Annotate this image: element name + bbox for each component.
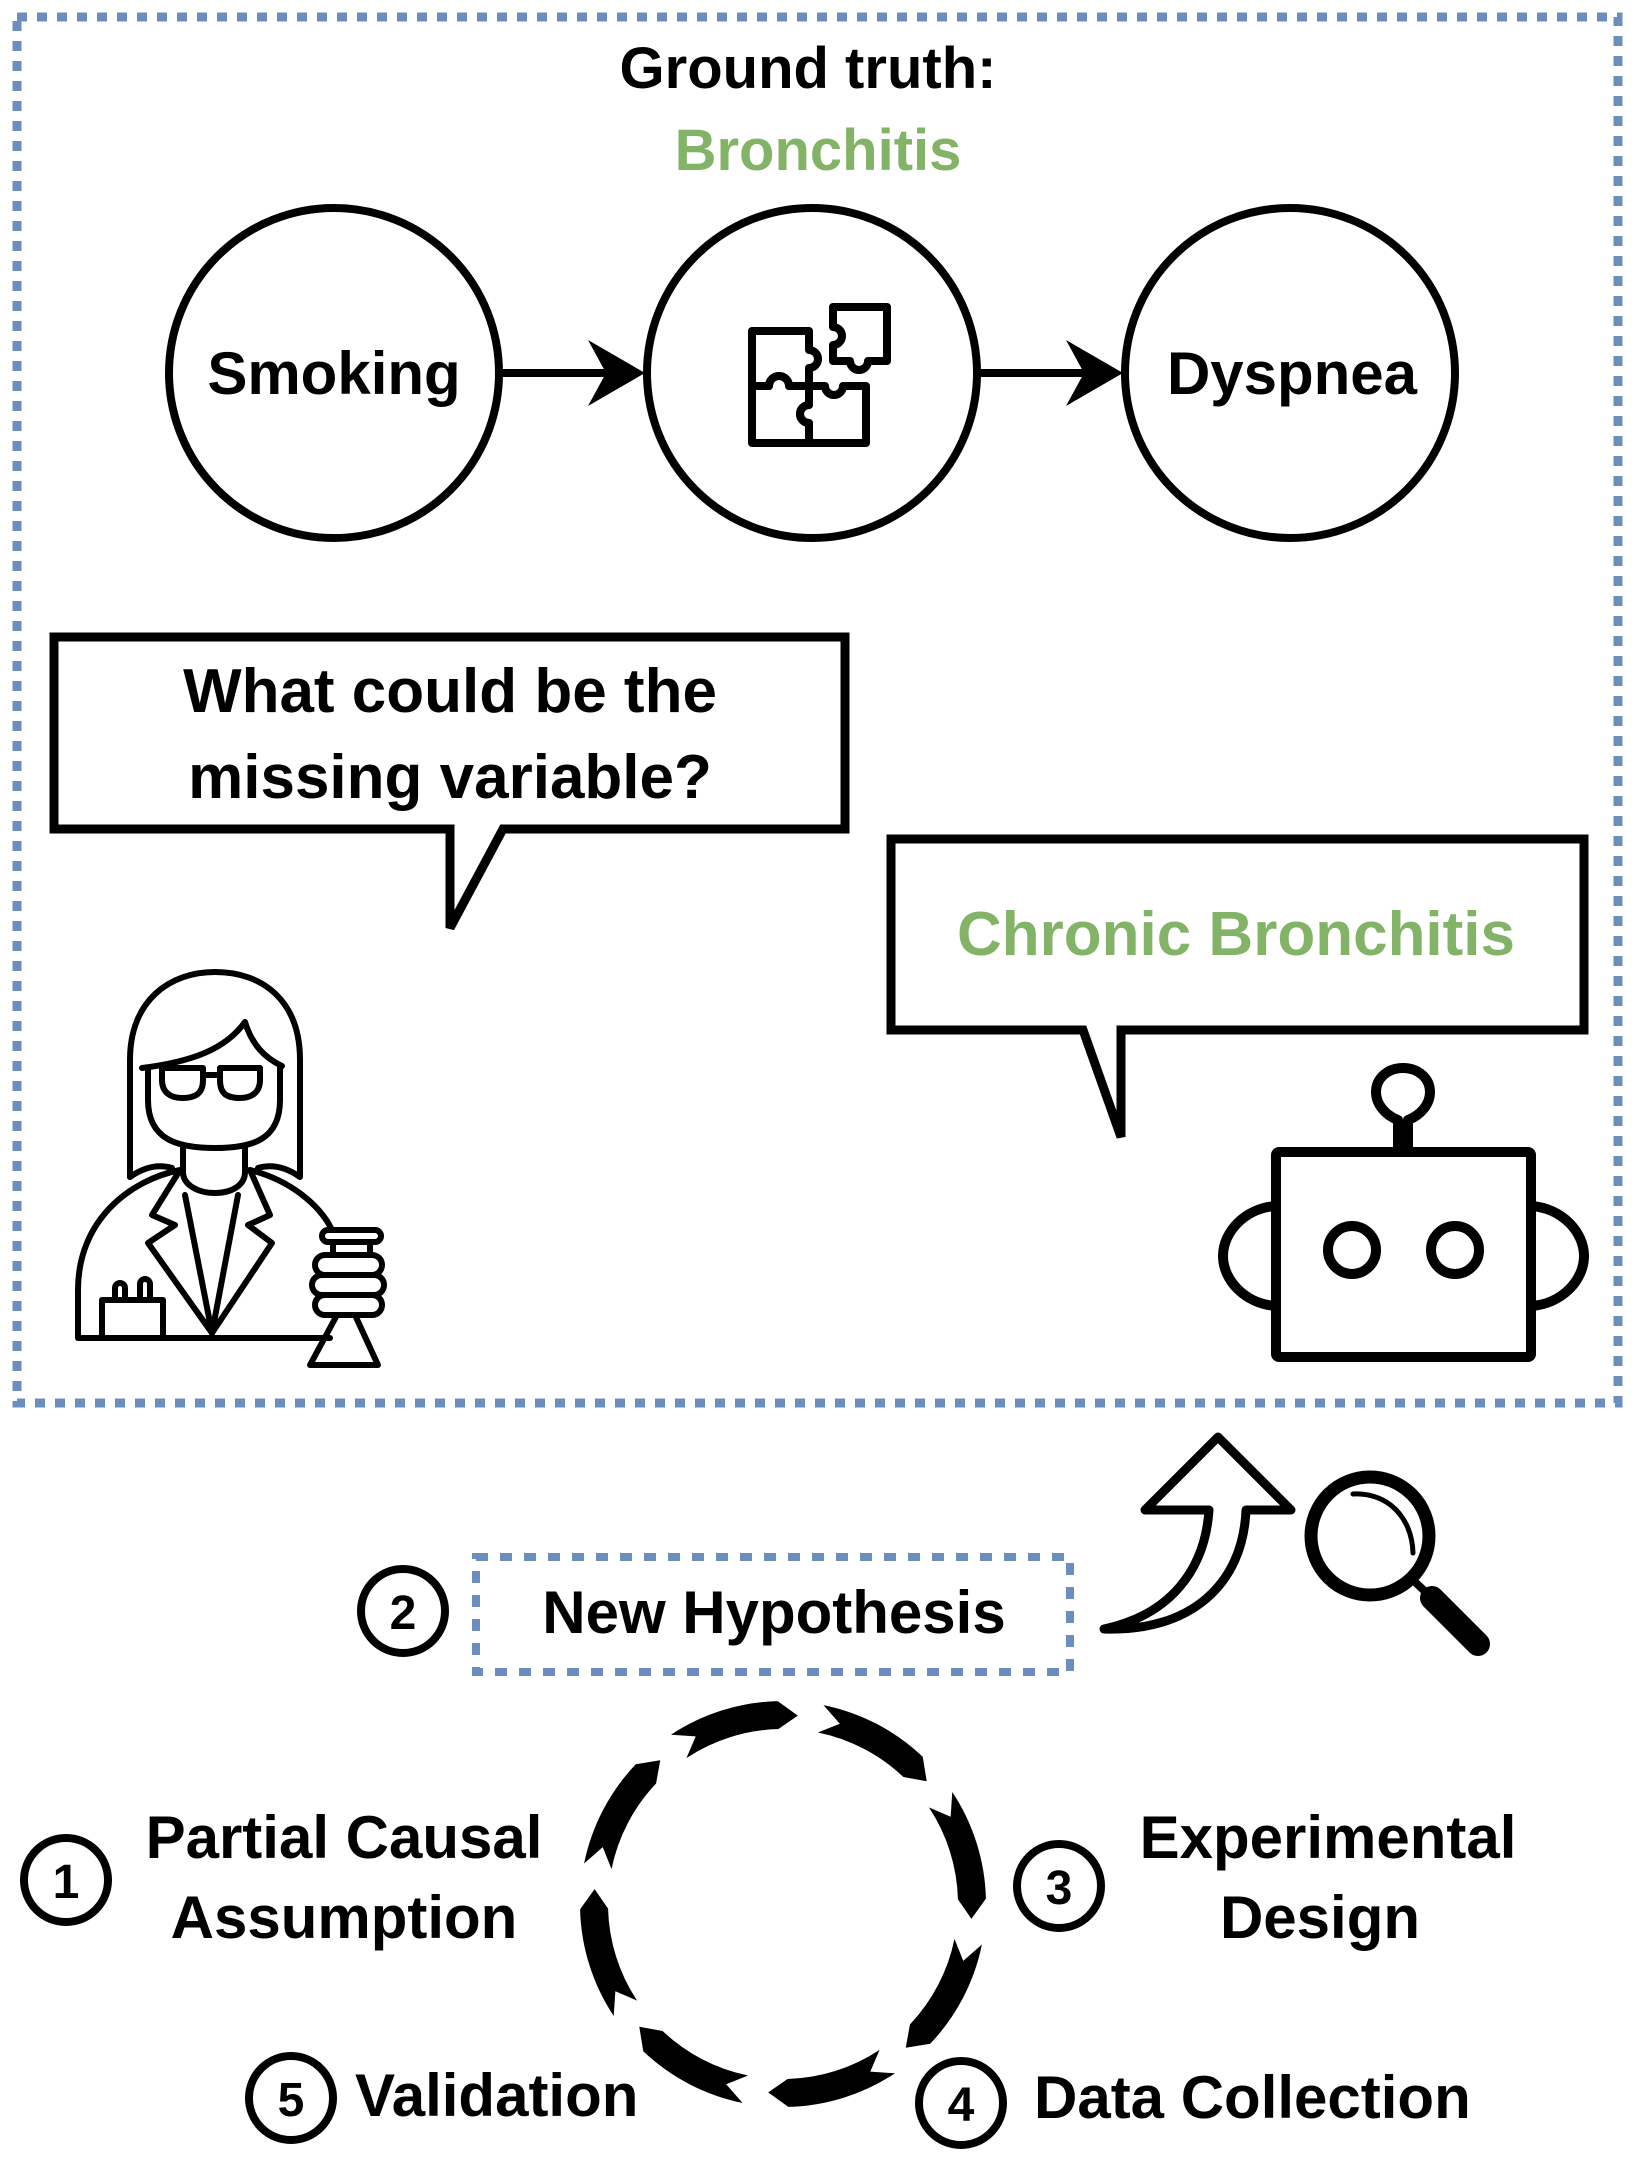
robot-answer: Chronic Bronchitis bbox=[957, 900, 1515, 969]
step-experimental-design: 3 Experimental Design bbox=[1013, 1804, 1517, 1951]
step-label-line2: Assumption bbox=[171, 1884, 518, 1951]
scientist-question-line2: missing variable? bbox=[188, 743, 712, 812]
magnifying-glass-icon bbox=[1304, 1470, 1490, 1656]
cycle-arrow-segment bbox=[584, 1760, 661, 1870]
hypothesis-frame bbox=[12, 12, 1623, 1408]
step-label-line2: Design bbox=[1220, 1884, 1420, 1951]
step-number: 1 bbox=[53, 1856, 80, 1909]
cycle-arrow-segment bbox=[905, 1938, 982, 2048]
ground-truth-value: Bronchitis bbox=[675, 118, 962, 183]
step-data-collection: 4 Data Collection bbox=[915, 2057, 1471, 2149]
node-smoking-label: Smoking bbox=[207, 340, 460, 407]
step-number-badge: 3 bbox=[1013, 1840, 1105, 1932]
step-label-line1: Partial Causal bbox=[146, 1804, 543, 1871]
cycle-ring bbox=[580, 1701, 986, 2107]
edge-missing-to-dyspnea bbox=[977, 340, 1123, 406]
step-new-hypothesis: 2 New Hypothesis bbox=[357, 1553, 1074, 1676]
edge-smoking-to-missing bbox=[499, 340, 645, 406]
step-label-line1: Experimental bbox=[1140, 1804, 1517, 1871]
curved-up-arrow-icon bbox=[1099, 1432, 1296, 1634]
puzzle-icon bbox=[748, 303, 891, 447]
node-smoking: Smoking bbox=[165, 204, 503, 542]
cycle-arrow-segment bbox=[928, 1791, 986, 1919]
step-number: 4 bbox=[948, 2079, 975, 2132]
step-number: 3 bbox=[1046, 1862, 1073, 1915]
step-validation: 5 Validation bbox=[245, 2052, 638, 2144]
scientist-question-line1: What could be the bbox=[183, 657, 717, 726]
robot-icon bbox=[1218, 1063, 1589, 1362]
cycle-arrow-segment bbox=[768, 2049, 896, 2107]
cycle-arrow-segment bbox=[817, 1705, 927, 1782]
new-hypothesis-box bbox=[472, 1553, 1074, 1676]
step-partial-causal-assumption: 1 Partial Causal Assumption bbox=[20, 1804, 543, 1951]
node-dyspnea-label: Dyspnea bbox=[1167, 340, 1418, 407]
cycle-arrow-segment bbox=[639, 2026, 749, 2103]
scientist-icon bbox=[75, 969, 387, 1368]
node-missing-variable bbox=[643, 204, 981, 542]
step-number-badge: 5 bbox=[245, 2052, 337, 2144]
step-number-badge: 1 bbox=[20, 1834, 112, 1926]
step-label: Validation bbox=[355, 2062, 638, 2129]
scientist-speech-bubble: What could be the missing variable? bbox=[49, 632, 850, 931]
step-label: New Hypothesis bbox=[542, 1579, 1005, 1646]
ground-truth-label: Ground truth: bbox=[620, 36, 997, 101]
step-number-badge: 2 bbox=[357, 1565, 449, 1657]
robot-speech-bubble: Chronic Bronchitis bbox=[886, 834, 1589, 1139]
cycle-arrow-segment bbox=[670, 1701, 798, 1759]
step-number-badge: 4 bbox=[915, 2057, 1007, 2149]
step-number: 5 bbox=[278, 2074, 305, 2127]
step-label: Data Collection bbox=[1034, 2064, 1471, 2131]
node-dyspnea: Dyspnea bbox=[1121, 204, 1459, 542]
step-number: 2 bbox=[390, 1587, 417, 1640]
cycle-arrow-segment bbox=[580, 1889, 638, 2017]
